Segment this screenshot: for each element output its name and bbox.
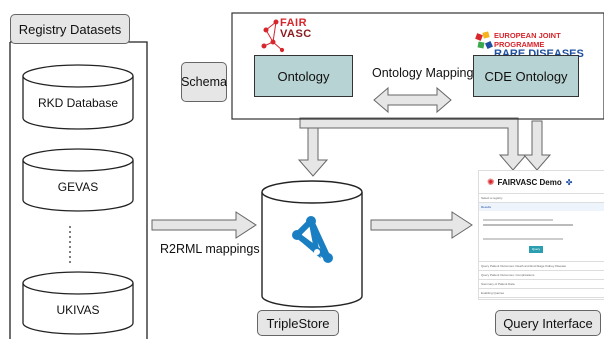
triplestore-label: TripleStore [257, 310, 339, 336]
qi-row-death[interactable]: Query Patient Outcomes: Death and End-St… [479, 261, 604, 270]
schema-to-triplestore-arrow [297, 120, 329, 177]
qi-row-select[interactable]: Select a registry [479, 193, 604, 202]
qi-results-panel: Query [479, 211, 604, 261]
ukivas-cylinder [22, 271, 134, 335]
fairvasc-logo-line2: VASC [280, 28, 312, 40]
registry-datasets-title: Registry Datasets [10, 14, 130, 44]
fairvasc-logo-icon [261, 19, 285, 53]
schema-label: Schema [181, 62, 227, 102]
erdp-logo-line1: EUROPEAN JOINT PROGRAMME [494, 31, 561, 49]
erdp-logo-line2: RARE DISEASES [494, 48, 584, 60]
erdp-logo: EUROPEAN JOINT PROGRAMME RARE DISEASES [494, 31, 604, 60]
ontology-mapping-arrow [373, 86, 452, 114]
qi-row-results[interactable]: Results [479, 202, 604, 211]
more-datasets-ellipsis [69, 226, 71, 263]
triplestore-to-query-arrow [370, 211, 473, 239]
ontology-box: Ontology [254, 55, 353, 97]
fairvasc-logo: FAIR VASC [280, 18, 312, 40]
qi-row-enabling[interactable]: Enabling Queries [479, 288, 604, 298]
fairvasc-mini-icon: ✺ [487, 176, 495, 187]
schema-container [231, 12, 604, 120]
gevas-label: GEVAS [57, 180, 99, 194]
query-interface-label: Query Interface [495, 310, 601, 336]
graph-network-icon [292, 216, 333, 263]
ukivas-label: UKIVAS [56, 303, 100, 317]
fairvasc-logo-line1: FAIR [280, 17, 308, 29]
gevas-cylinder [22, 148, 134, 212]
rkd-database-label: RKD Database [37, 96, 119, 110]
cde-ontology-box: CDE Ontology [473, 55, 579, 97]
qi-query-button[interactable]: Query [529, 246, 543, 253]
mapping-to-query-arrow [299, 117, 528, 171]
r2rml-arrow [151, 211, 257, 239]
r2rml-mappings-label: R2RML mappings [160, 242, 260, 256]
erdp-logo-icon [475, 31, 493, 49]
query-interface-header: ✺ FAIRVASC Demo ✤ [479, 171, 604, 193]
cde-to-query-arrow [522, 120, 552, 171]
qi-row-summary[interactable]: Summary of Patient Data [479, 279, 604, 288]
ontology-mapping-label: Ontology Mapping [372, 66, 474, 80]
qi-row-complications[interactable]: Query Patient Outcomes: Complications [479, 270, 604, 279]
erdp-mini-icon: ✤ [565, 177, 573, 187]
rkd-database-cylinder [22, 64, 134, 130]
query-interface-screenshot: ✺ FAIRVASC Demo ✤ Select a registry Resu… [478, 170, 604, 300]
query-interface-title: FAIRVASC Demo [497, 177, 562, 187]
